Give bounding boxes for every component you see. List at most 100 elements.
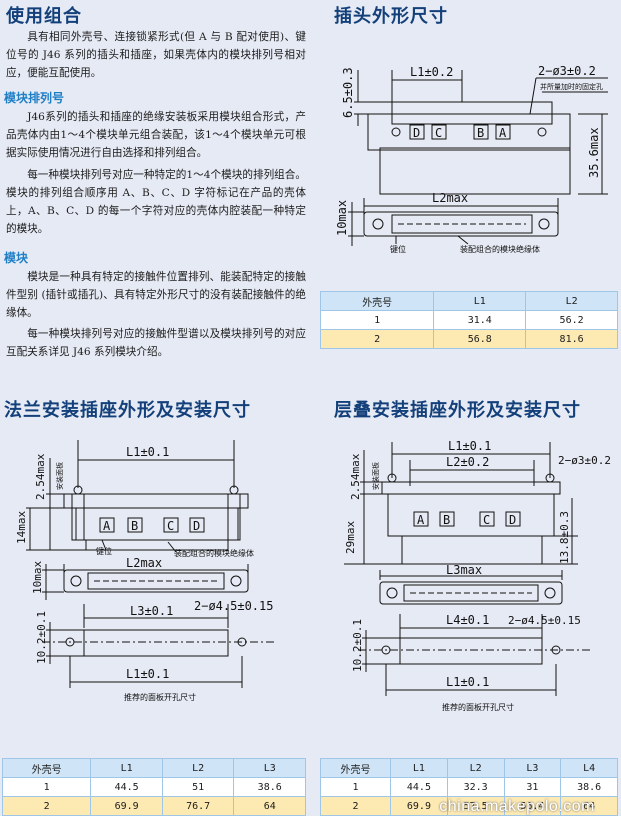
table-cell: 1 (319, 777, 392, 797)
table-cell: 81.6 (525, 329, 618, 349)
stacked-dim-h4: 10.2±0.1 (351, 619, 364, 672)
table-cell: 51 (161, 777, 235, 797)
stacked-right-screw-icon (544, 587, 556, 599)
flange-letter: A (103, 519, 111, 533)
stacked-letter-box (505, 511, 521, 527)
flange-dim-l1b: L1±0.1 (126, 667, 169, 681)
flange-insulator-label: 装配组合的模块绝缘体 (174, 548, 254, 558)
table-header: L2 (446, 758, 505, 778)
module-arrangement-p2: 每一种模块排列号对应一种特定的1～4个模块的排列组合。模块的排列组合顺序用 A、… (6, 169, 306, 235)
stacked-dim-l3: L3max (446, 563, 482, 577)
stacked-dim-l1b: L1±0.1 (446, 675, 489, 689)
table-cell: 64 (233, 796, 306, 816)
plug-dim-h2: 35.6max (587, 127, 601, 178)
table-cell: 32.3 (446, 777, 505, 797)
flange-dim-l1: L1±0.1 (126, 445, 169, 459)
stacked-dim-l1: L1±0.1 (448, 439, 491, 453)
plug-letter: B (477, 126, 484, 140)
table-cell: 31 (503, 777, 562, 797)
plug-letter-box (431, 124, 447, 140)
flange-dim-h3: 10max (31, 561, 44, 594)
table-cell: 31.4 (433, 310, 527, 330)
plug-letter: A (499, 126, 507, 140)
table-header: L2 (525, 291, 618, 311)
stacked-dim-l2: L2±0.2 (446, 455, 489, 469)
table-header: L3 (503, 758, 562, 778)
plug-key-label: 键位 (390, 244, 406, 254)
flange-letter: D (193, 519, 200, 533)
plug-dim-hole-note: 并所量加时的固定孔 (540, 82, 603, 91)
stacked-left-screw-icon (386, 587, 398, 599)
flange-right-screw-icon (230, 575, 242, 587)
flange-panel-label: 安装面板 (55, 462, 64, 490)
plug-dim-hole: 2−ø3±0.2 (538, 64, 596, 78)
stacked-bottom-body (379, 581, 563, 605)
table-header: L2 (161, 758, 235, 778)
plug-bottom-body (363, 211, 559, 237)
table-cell: 38.6 (560, 777, 618, 797)
table-cell: 44.5 (390, 777, 448, 797)
plug-right-hole-icon (537, 127, 547, 137)
flange-dim-h1: 2.54max (34, 453, 47, 500)
flange-key-label: 键位 (96, 546, 112, 556)
plug-letter-box (409, 124, 425, 140)
table-cell: 76.7 (161, 796, 235, 816)
module-arrangement-p1: J46系列的插头和插座的绝缘安装板采用模块组合形式，产品壳体内由1～4个模块单元… (6, 111, 306, 159)
stacked-title: 层叠安装插座外形及安装尺寸 (334, 400, 581, 421)
table-cell: 56.2 (525, 310, 618, 330)
flange-cutout-label: 推荐的面板开孔尺寸 (124, 692, 196, 702)
stacked-drawing: L1±0.1 L2±0.2 2−ø3±0.2 A B C D 2.54max 安… (344, 439, 611, 712)
usage-intro: 具有相同外壳号、连接锁紧形式(但 A 与 B 配对使用)、键位号的 J46 系列… (6, 31, 306, 79)
stacked-letter-box (439, 511, 455, 527)
usage-title: 使用组合 (6, 6, 82, 27)
table-cell: 64 (560, 796, 618, 816)
table-cell: 1 (1, 777, 92, 797)
plug-left-hole-icon (391, 127, 401, 137)
table-cell: 69.9 (390, 796, 448, 816)
table-cell: 69.9 (90, 796, 163, 816)
table-cell: 2 (319, 796, 392, 816)
table-cell: 57.5 (446, 796, 505, 816)
plug-letter-box (473, 124, 489, 140)
stacked-dim-hole2: 2−ø4.5±0.15 (508, 614, 581, 627)
stacked-letter-box (479, 511, 495, 527)
stacked-dim-h1: 2.54max (349, 453, 362, 500)
table-header: 外壳号 (319, 291, 435, 311)
table-cell: 1 (319, 310, 435, 330)
stacked-plate (381, 481, 561, 495)
plug-dim-h1: 6.5±0.3 (341, 67, 355, 118)
table-header: L1 (433, 291, 527, 311)
plug-bottom-right-screw-icon (538, 218, 550, 230)
flange-dim-h2: 14max (15, 511, 28, 544)
flange-letter-box (189, 517, 205, 533)
stacked-dim-hole: 2−ø3±0.2 (558, 454, 611, 467)
table-cell: 56.4 (503, 796, 562, 816)
flange-dim-l3: L3±0.1 (130, 604, 173, 618)
stacked-cutout-label: 推荐的面板开孔尺寸 (442, 702, 514, 712)
stacked-dim-l4: L4±0.1 (446, 613, 489, 627)
table-cell: 44.5 (90, 777, 163, 797)
stacked-letter: C (483, 513, 490, 527)
table-header: L1 (390, 758, 448, 778)
module-arrangement-heading: 模块排列号 (4, 91, 65, 105)
flange-dim-h4: 10.2±0.1 (35, 611, 48, 664)
flange-plate (63, 493, 249, 509)
module-heading: 模块 (4, 251, 29, 265)
table-cell: 2 (1, 796, 92, 816)
table-header: L4 (560, 758, 618, 778)
stacked-dim-h3: 13.8±0.3 (558, 511, 571, 564)
plug-dim-h3: 10max (335, 200, 349, 236)
plug-title: 插头外形尺寸 (334, 6, 448, 27)
stacked-letter: D (509, 513, 516, 527)
module-p2: 每一种模块排列号对应的接触件型谱以及模块排列号的对应互配关系详见 J46 系列模… (6, 328, 306, 358)
flange-letter: C (167, 519, 174, 533)
plug-dim-l1: L1±0.2 (410, 65, 453, 79)
plug-dim-l2: L2max (432, 191, 468, 205)
